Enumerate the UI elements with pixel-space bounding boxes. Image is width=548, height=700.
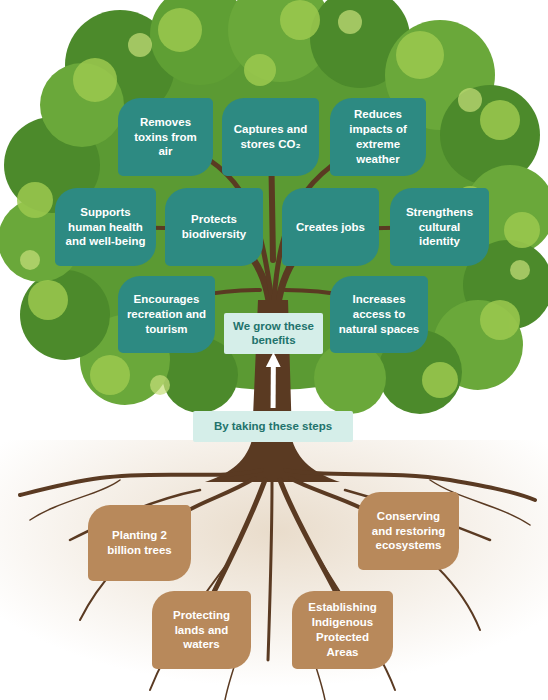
benefit-leaf: Removes toxins from air [118, 98, 213, 176]
node-text: Supports human health and well-being [63, 205, 148, 250]
text-group: Protects biodiversity [173, 212, 255, 242]
text-group: We grow these benefits [232, 319, 315, 348]
text-group: Reduces impacts of extreme weather [338, 107, 418, 167]
node-text: Removes toxins from air [126, 115, 205, 160]
node-text: Conserving and restoring ecosystems [366, 509, 451, 554]
node-text: Establishing Indigenous Protected Areas [300, 600, 385, 660]
node-text: Reduces impacts of extreme weather [338, 107, 418, 167]
trunk [205, 300, 340, 482]
canopy-highlight [17, 0, 540, 398]
step-root-box: Protecting lands and waters [152, 591, 251, 669]
heading-box: By taking these steps [193, 411, 353, 442]
node-text: Planting 2 billion trees [96, 528, 183, 558]
step-root-box: Planting 2 billion trees [88, 505, 191, 581]
node-text: Encourages recreation and tourism [126, 292, 207, 337]
text-group: Planting 2 billion trees [96, 528, 183, 558]
benefit-leaf: Encourages recreation and tourism [118, 276, 215, 353]
text-group: Removes toxins from air [126, 115, 205, 160]
node-text: Protects biodiversity [173, 212, 255, 242]
node-text: By taking these steps [214, 419, 332, 433]
text-group: Encourages recreation and tourism [126, 292, 207, 337]
step-root-box: Establishing Indigenous Protected Areas [292, 591, 393, 669]
benefit-leaf: Captures and stores CO₂ [222, 98, 319, 176]
up-arrow [271, 357, 276, 408]
node-text: Captures and stores CO₂ [230, 122, 311, 152]
heading-box: We grow these benefits [224, 313, 323, 354]
node-text: Strengthens cultural identity [398, 205, 481, 250]
text-group: Strengthens cultural identity [398, 205, 481, 250]
text-group: Increases access to natural spaces [338, 292, 420, 337]
benefit-leaf: Strengthens cultural identity [390, 188, 489, 266]
node-text: Increases access to natural spaces [338, 292, 420, 337]
roots [20, 470, 535, 700]
node-text: Protecting lands and waters [160, 608, 243, 653]
node-text: Creates jobs [296, 220, 365, 235]
canopy-light [20, 10, 530, 395]
text-group: Captures and stores CO₂ [230, 122, 311, 152]
benefit-leaf: Reduces impacts of extreme weather [330, 98, 426, 176]
benefit-leaf: Increases access to natural spaces [330, 276, 428, 353]
canopy [0, 0, 548, 414]
node-text: We grow these benefits [232, 319, 315, 348]
benefit-leaf: Creates jobs [282, 188, 379, 266]
text-group: By taking these steps [214, 419, 332, 433]
text-group: Supports human health and well-being [63, 205, 148, 250]
text-group: Creates jobs [296, 220, 365, 235]
text-group: Protecting lands and waters [160, 608, 243, 653]
step-root-box: Conserving and restoring ecosystems [358, 492, 459, 570]
text-group: Conserving and restoring ecosystems [366, 509, 451, 554]
text-group: Establishing Indigenous Protected Areas [300, 600, 385, 660]
benefit-leaf: Protects biodiversity [165, 188, 263, 266]
benefit-leaf: Supports human health and well-being [55, 188, 156, 266]
